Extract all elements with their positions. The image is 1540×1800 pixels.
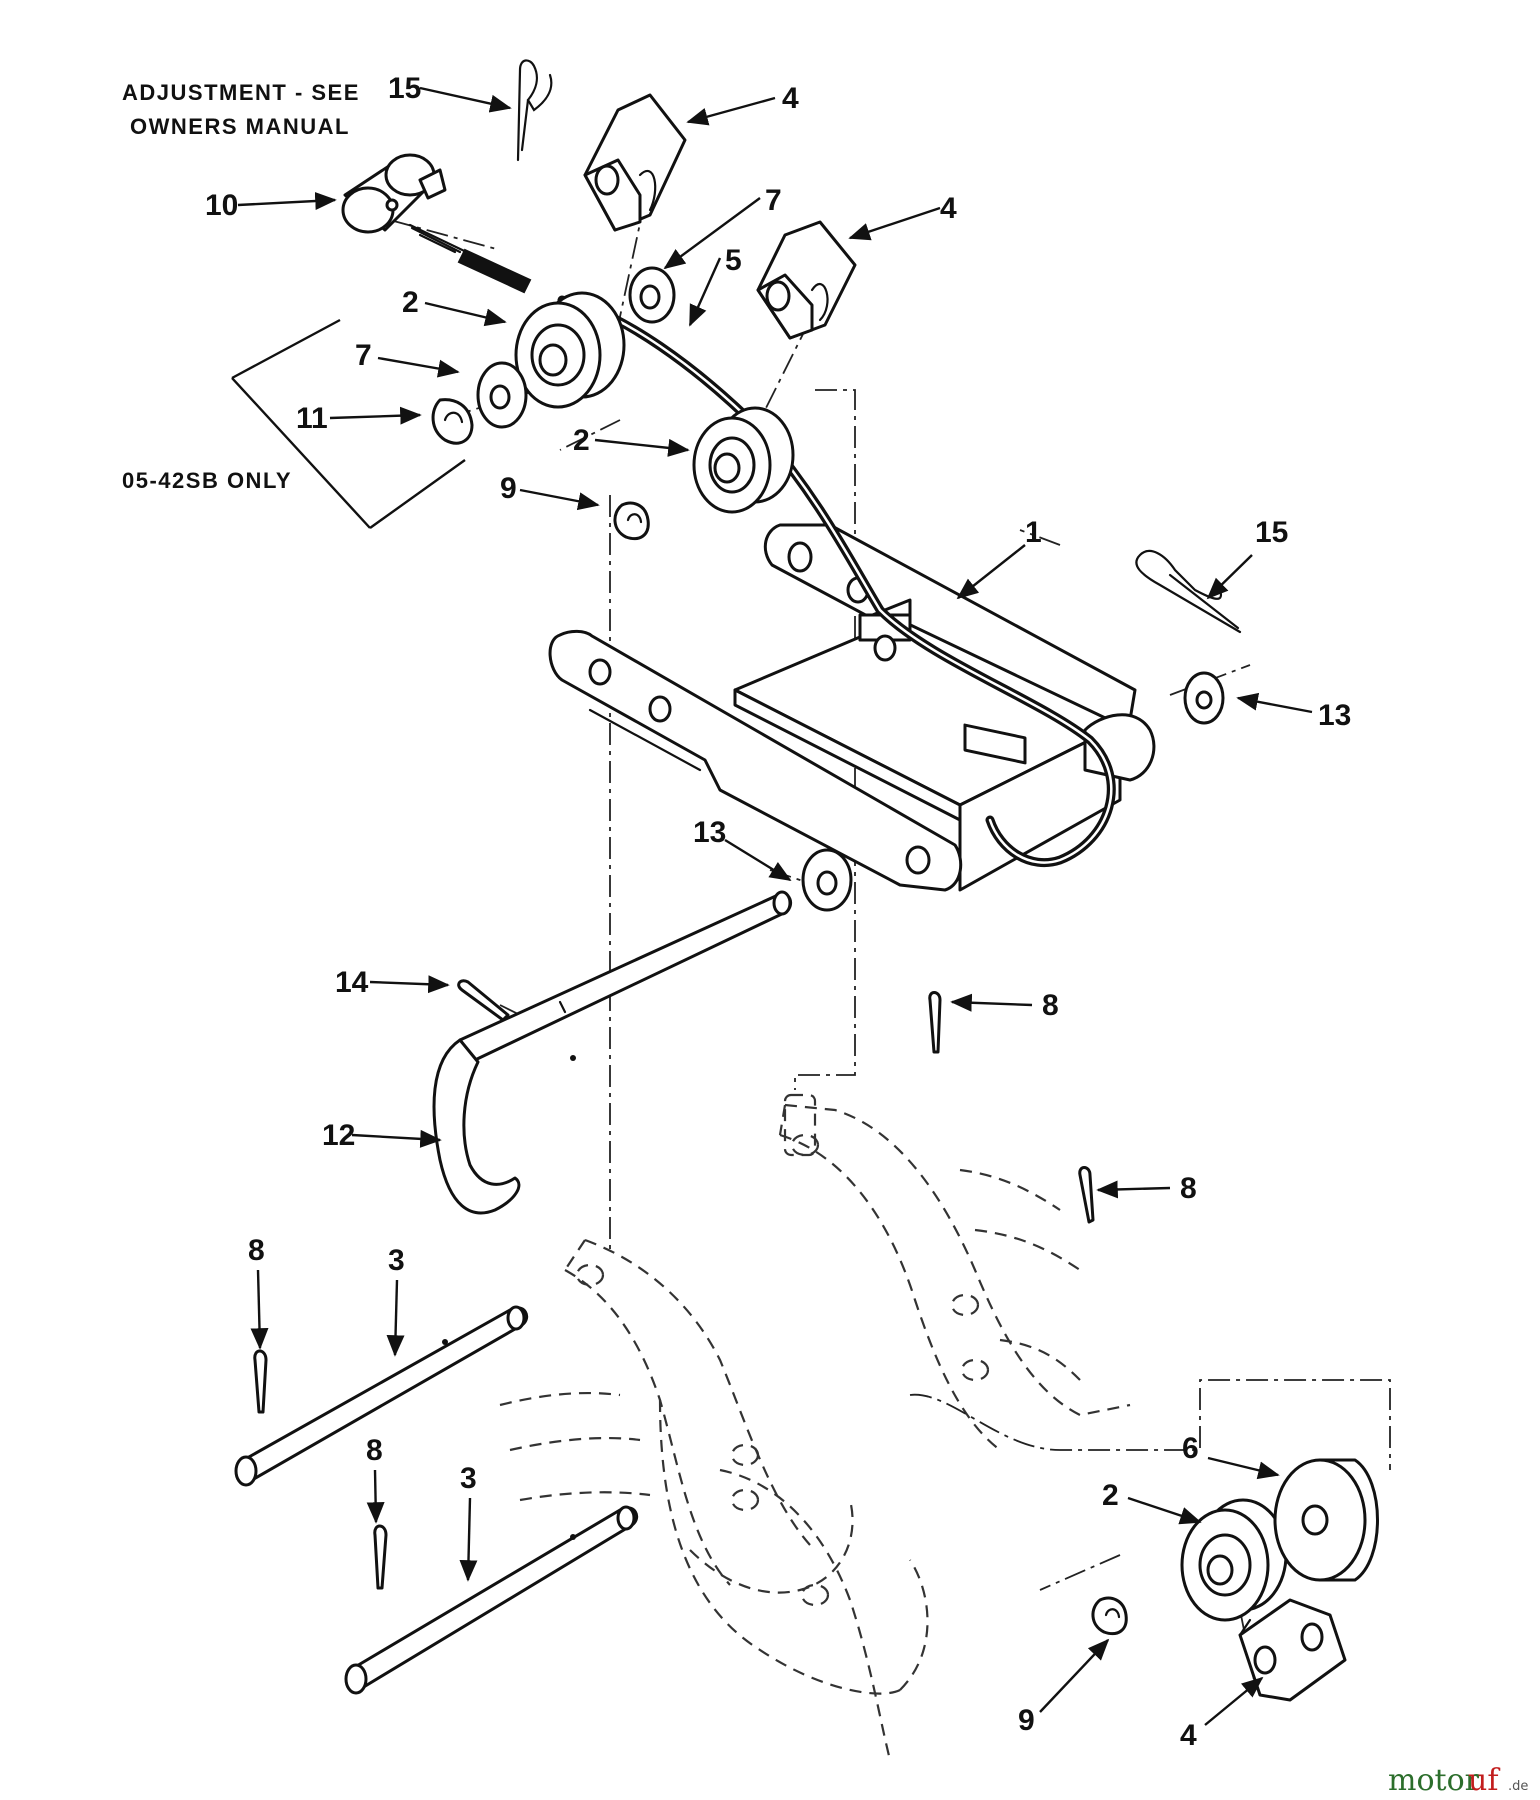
- adjustment-knob: [341, 153, 447, 234]
- callout-15-right: 15: [1255, 516, 1288, 549]
- cotter-pin-8-left: [253, 1349, 268, 1414]
- callout-8-upper: 8: [1042, 989, 1059, 1022]
- washer-7-left: [476, 361, 528, 429]
- callout-13-left: 13: [693, 816, 726, 849]
- watermark-part2: uf: [1468, 1763, 1500, 1798]
- spacer: [1273, 1458, 1379, 1582]
- callout-3-upper: 3: [388, 1244, 405, 1277]
- callout-6: 6: [1182, 1432, 1199, 1465]
- cotter-pin-8-middle: [1078, 1166, 1095, 1224]
- bracket-middle: [756, 220, 857, 340]
- callout-5: 5: [725, 244, 742, 277]
- pulley-upper: [514, 291, 626, 409]
- pivot-rod-hook: [432, 890, 793, 1215]
- model-bracket: [231, 318, 466, 529]
- callout-8-lower: 8: [366, 1434, 383, 1467]
- callout-3-lower: 3: [460, 1462, 477, 1495]
- callout-14: 14: [335, 966, 369, 999]
- cotter-pin-8-upper: [928, 991, 942, 1054]
- callout-12: 12: [322, 1119, 355, 1152]
- note-adjustment-line2: OWNERS MANUAL: [130, 114, 350, 139]
- watermark-part1: motor: [1388, 1763, 1480, 1798]
- pin-lower: [344, 1505, 639, 1695]
- assembly-lines: [389, 199, 1391, 1686]
- callout-2-middle: 2: [573, 424, 590, 457]
- watermark-suffix: .de: [1508, 1779, 1528, 1794]
- adjustment-rod: [408, 223, 532, 294]
- pulley-lower: [1180, 1498, 1288, 1622]
- hairpin-upper: [516, 59, 553, 162]
- pin-upper: [234, 1305, 529, 1487]
- belt: [557, 295, 1116, 868]
- callout-2-top: 2: [402, 286, 419, 319]
- watermark-logo: motor uf .de: [1388, 1763, 1528, 1798]
- idler-arm: [548, 523, 1156, 892]
- cotter-pin-14: [457, 979, 510, 1022]
- washer-13-left: [801, 848, 853, 912]
- washer-13-right: [1183, 671, 1225, 725]
- callout-8-middle: 8: [1180, 1172, 1197, 1205]
- callout-1: 1: [1025, 516, 1042, 549]
- callout-10: 10: [205, 189, 238, 222]
- callout-11: 11: [296, 402, 328, 435]
- note-adjustment-line1: ADJUSTMENT - SEE: [122, 80, 360, 105]
- clip-9-lower: [1091, 1596, 1128, 1636]
- leaders: [237, 86, 1313, 1726]
- clip-9-upper: [613, 501, 650, 541]
- pulley-middle: [692, 406, 795, 514]
- callout-15-top: 15: [388, 72, 421, 105]
- callout-13-right: 13: [1318, 699, 1351, 732]
- clip-11: [431, 398, 474, 445]
- callout-2-lower: 2: [1102, 1479, 1119, 1512]
- washer-7-right: [628, 266, 676, 324]
- bracket-lower: [1238, 1598, 1347, 1702]
- hairpin-right: [1135, 549, 1242, 634]
- callout-8-left: 8: [248, 1234, 265, 1267]
- cotter-pin-8-lower: [373, 1524, 388, 1590]
- callout-9-top: 9: [500, 472, 517, 505]
- note-model-only: 05-42SB ONLY: [122, 468, 292, 493]
- callout-9-lower: 9: [1018, 1704, 1035, 1737]
- callout-4-lower: 4: [1180, 1719, 1197, 1752]
- callout-4-top: 4: [782, 82, 799, 115]
- bracket-upper: [583, 93, 687, 232]
- ghost-frame: [499, 1093, 1131, 1761]
- callout-7-right: 7: [765, 184, 782, 217]
- callout-7-left: 7: [355, 339, 372, 372]
- callout-4-middle: 4: [940, 192, 957, 225]
